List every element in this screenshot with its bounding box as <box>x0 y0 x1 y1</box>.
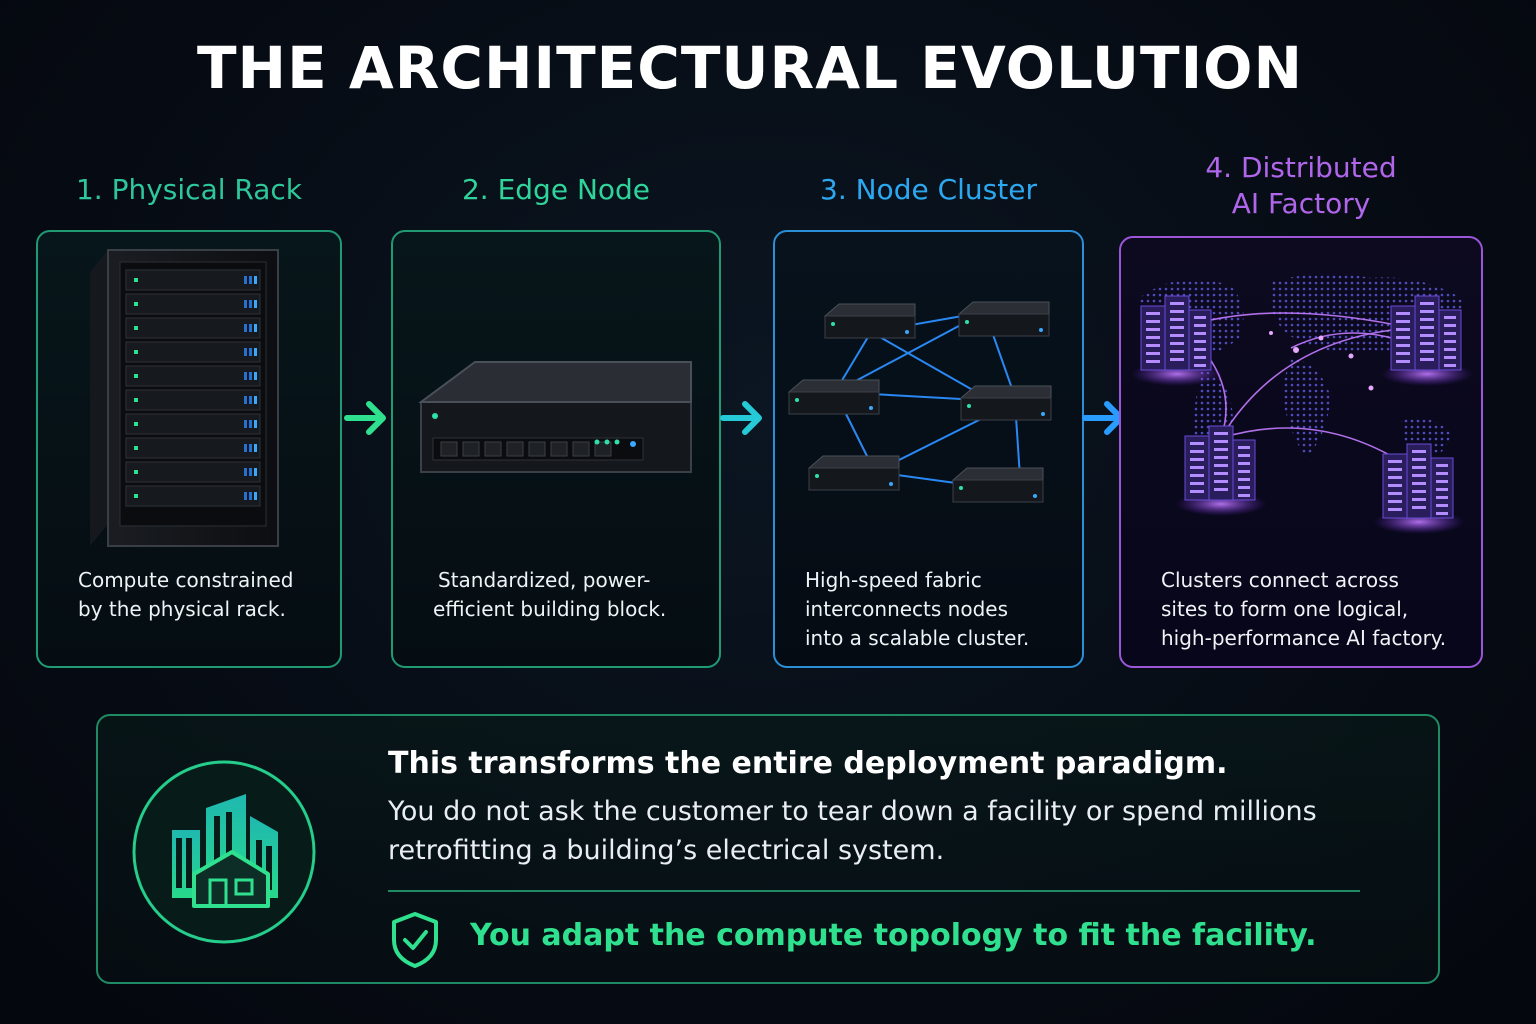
stage-4-desc-line-2: sites to form one logical, <box>1161 597 1409 621</box>
stage-1-card: Compute constrained by the physical rack… <box>36 230 342 668</box>
stage-2-desc-line-1: Standardized, power- <box>438 568 651 592</box>
arrow-right-icon <box>344 401 386 435</box>
edge-node-device-icon <box>417 361 692 473</box>
node-cluster-network-icon <box>787 301 1052 503</box>
shield-check-icon <box>392 912 438 968</box>
stage-2-title: 2. Edge Node <box>391 172 721 208</box>
stage-3-title: 3. Node Cluster <box>773 172 1084 208</box>
stage-1-desc-line-2: by the physical rack. <box>78 597 286 621</box>
summary-panel: This transforms the entire deployment pa… <box>96 714 1440 984</box>
stage-3-title-line: 3. Node Cluster <box>820 173 1037 206</box>
stage-1-title-line: 1. Physical Rack <box>75 173 303 206</box>
stage-4-title-line-2: AI Factory <box>1231 187 1371 220</box>
page-title: THE ARCHITECTURAL EVOLUTION <box>196 34 1304 102</box>
world-map-datacenters-icon <box>1131 273 1473 534</box>
stage-1-description: Compute constrained by the physical rack… <box>78 566 328 624</box>
stage-3-desc-line-3: into a scalable cluster. <box>805 626 1030 650</box>
stage-2-card: Standardized, power- efficient building … <box>391 230 721 668</box>
summary-tagline: You adapt the compute topology to fit th… <box>470 918 1317 953</box>
stage-4-title-line-1: 4. Distributed <box>1205 151 1397 184</box>
server-rack-icon <box>90 249 279 547</box>
arrow-right-icon <box>720 401 762 435</box>
stage-4-title: 4. Distributed AI Factory <box>1119 150 1483 222</box>
stage-1-title: 1. Physical Rack <box>36 172 342 208</box>
stage-3-description: High-speed fabric interconnects nodes in… <box>805 566 1075 653</box>
summary-body-line-1: You do not ask the customer to tear down… <box>388 796 1317 827</box>
summary-body-line-2: retrofitting a building’s electrical sys… <box>388 835 945 866</box>
stage-4-card: Clusters connect across sites to form on… <box>1119 236 1483 668</box>
stage-2-desc-line-2: efficient building block. <box>433 597 667 621</box>
stage-1-desc-line-1: Compute constrained <box>78 568 294 592</box>
stage-3-desc-line-2: interconnects nodes <box>805 597 1008 621</box>
summary-headline: This transforms the entire deployment pa… <box>388 746 1228 781</box>
stage-4-desc-line-3: high-performance AI factory. <box>1161 626 1447 650</box>
summary-body: You do not ask the customer to tear down… <box>388 792 1388 870</box>
stage-2-title-line: 2. Edge Node <box>461 173 651 206</box>
stage-4-desc-line-1: Clusters connect across <box>1161 568 1399 592</box>
summary-divider <box>388 890 1360 892</box>
stage-3-card: High-speed fabric interconnects nodes in… <box>773 230 1084 668</box>
stage-4-description: Clusters connect across sites to form on… <box>1161 566 1481 653</box>
building-icon <box>132 760 316 944</box>
stage-3-desc-line-1: High-speed fabric <box>805 568 982 592</box>
stage-2-description: Standardized, power- efficient building … <box>433 566 713 624</box>
